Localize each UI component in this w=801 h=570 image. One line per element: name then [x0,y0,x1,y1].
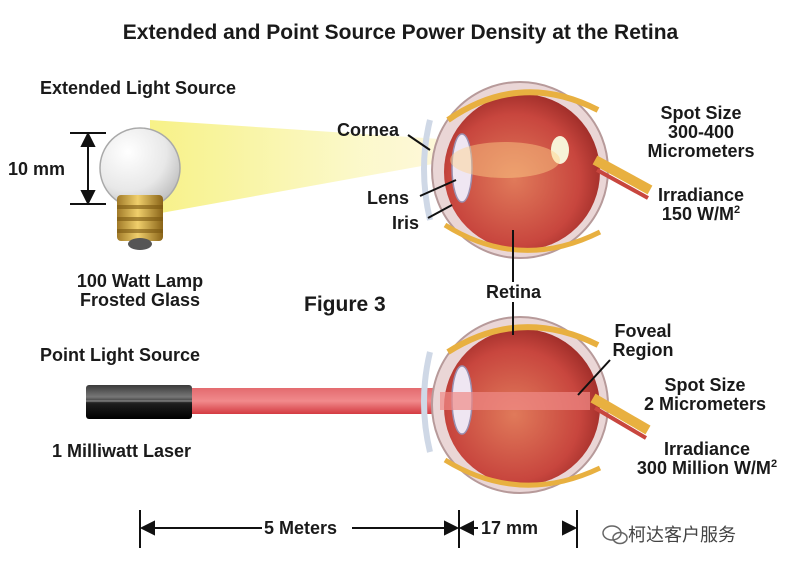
retina-label: Retina [486,282,542,302]
wechat-icon [602,525,628,545]
upper-eye [421,81,653,259]
distance-5m-label: 5 Meters [264,518,338,538]
distance-17mm-label: 17 mm [481,518,539,538]
point-spot-line2: 2 Micrometers [643,393,767,414]
lamp-size-dimension [70,131,106,206]
point-irradiance-line1: Irradiance [663,439,751,459]
point-source-heading: Point Light Source [40,345,200,365]
diagram-title: Extended and Point Source Power Density … [122,21,679,44]
foveal-region-label: Foveal Region [598,322,688,360]
lamp-size-label: 10 mm [8,159,66,179]
iris-label: Iris [392,213,420,233]
lens-label: Lens [367,188,410,208]
lamp-bulb [99,127,181,250]
point-spot-size: Spot Size 2 Micrometers [625,376,785,414]
distance-dimension [139,510,578,548]
lamp-description-line2: Frosted Glass [79,289,201,310]
extended-spot-size: Spot Size 300-400 Micrometers [636,104,766,161]
laser-body [86,385,192,419]
extended-irradiance-value: 150 W/M [661,203,734,224]
foveal-line2: Region [612,339,674,360]
point-irradiance: Irradiance 300 Million W/M2 [622,440,792,478]
extended-spot-line2: 300-400 [667,121,735,142]
point-spot-line1: Spot Size [664,375,746,395]
watermark-text: 柯达客户服务 [628,525,736,545]
point-irradiance-value: 300 Million W/M [636,457,771,478]
extended-irradiance-exponent: 2 [733,203,741,216]
foveal-line1: Foveal [614,321,672,341]
lamp-light-beam [150,120,455,215]
extended-spot-line1: Spot Size [660,103,742,123]
leader-lines [407,134,611,396]
extended-source-heading: Extended Light Source [40,78,237,98]
lamp-description-line1: 100 Watt Lamp [76,271,204,291]
extended-irradiance: Irradiance 150 W/M2 [636,186,766,224]
figure-label: Figure 3 [304,293,386,316]
extended-spot-line3: Micrometers [647,140,755,161]
lower-eye [421,316,651,494]
extended-irradiance-line1: Irradiance [657,185,745,205]
laser-label: 1 Milliwatt Laser [52,441,192,461]
lamp-description: 100 Watt Lamp Frosted Glass [55,272,225,310]
point-irradiance-exponent: 2 [770,457,778,470]
cornea-label: Cornea [337,120,400,140]
